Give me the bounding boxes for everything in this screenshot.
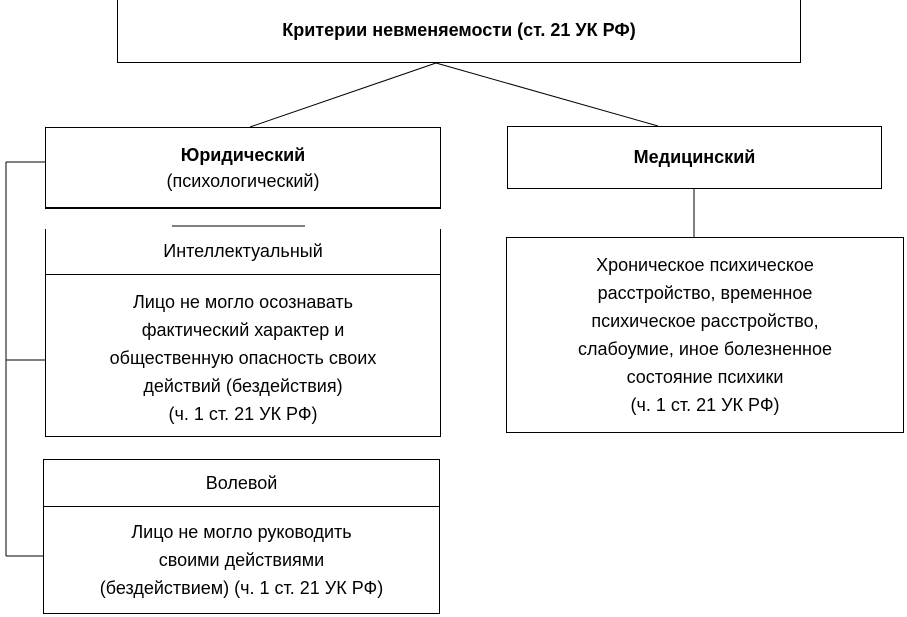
medical-description-line: состояние психики [626,367,784,387]
medical-criterion-name: Медицинский [633,147,756,167]
medical-description-line: психическое расстройство, [591,311,819,331]
title-box: Критерии невменяемости (ст. 21 УК РФ) [117,0,801,63]
medical-description-line: расстройство, временное [597,283,813,303]
intellectual-description-line: общественную опасность своих [109,347,377,368]
diagram-title: Критерии невменяемости (ст. 21 УК РФ) [282,20,636,40]
intellectual-description-line: фактический характер и [141,319,345,340]
medical-description-line: (ч. 1 ст. 21 УК РФ) [630,395,780,415]
intellectual-description-line: (ч. 1 ст. 21 УК РФ) [168,403,318,424]
volitional-element-header: Волевой [44,460,439,507]
intellectual-element-header: Интеллектуальный [46,229,440,275]
juridical-criterion-subtitle: (психологический) [166,170,320,191]
medical-description-box: Хроническое психическое расстройство, вр… [506,237,904,433]
volitional-description-line: Лицо не могло руководить [131,522,352,542]
intellectual-element-description: Лицо не могло осознавать фактический хар… [46,275,440,436]
intellectual-description-line: действий (бездействия) [143,375,343,396]
volitional-element-name: Волевой [205,472,278,493]
connector-title-to-juridical [249,62,437,128]
intellectual-description-line: Лицо не могло осознавать [132,291,354,312]
medical-criterion-box: Медицинский [507,126,882,189]
intellectual-element-name: Интеллектуальный [163,241,323,261]
medical-description-line: Хроническое психическое [596,255,814,275]
juridical-criterion-box: Юридический (психологический) [45,127,441,209]
volitional-description-line: (бездействием) (ч. 1 ст. 21 УК РФ) [99,578,384,598]
connector-title-to-medical [435,62,659,127]
volitional-element-description: Лицо не могло руководить своими действия… [44,507,439,613]
volitional-description-line: своими действиями [158,550,325,570]
intellectual-element-box: Интеллектуальный Лицо не могло осознават… [45,229,441,437]
medical-description-line: слабоумие, иное болезненное [577,339,833,359]
volitional-element-box: Волевой Лицо не могло руководить своими … [43,459,440,614]
juridical-criterion-name: Юридический [180,144,306,165]
